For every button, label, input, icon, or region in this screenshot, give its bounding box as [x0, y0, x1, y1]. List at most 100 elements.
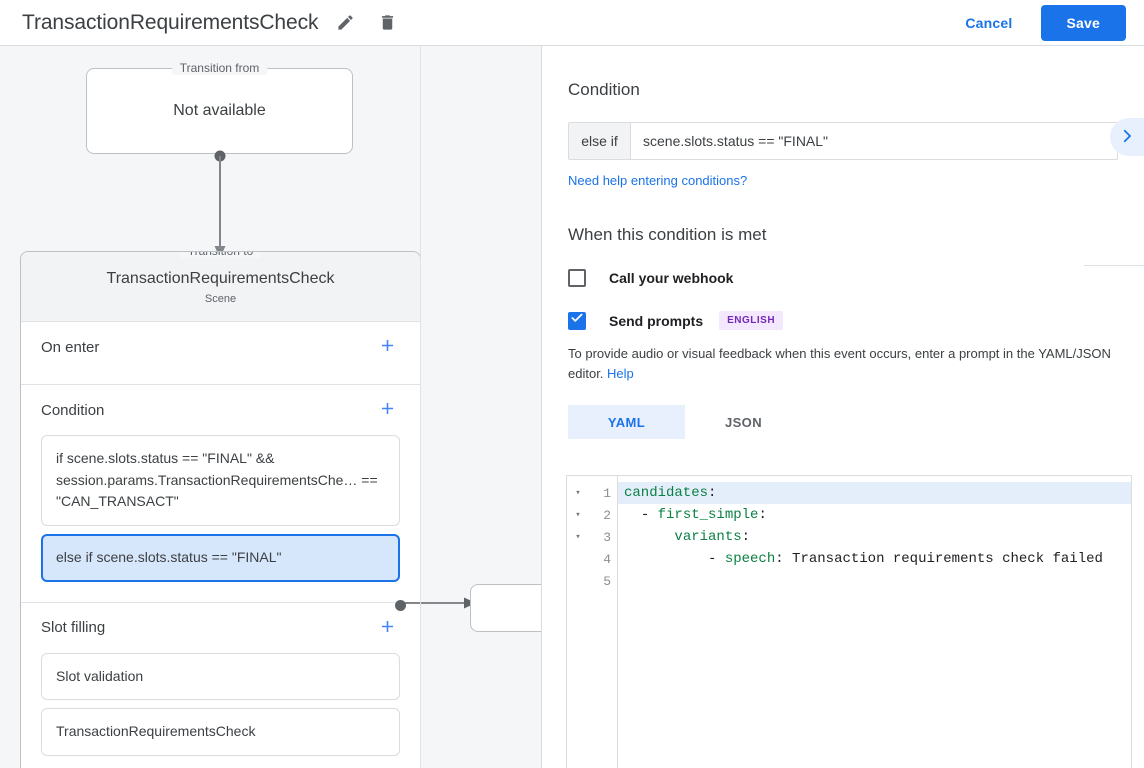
trash-icon — [378, 13, 397, 32]
condition-help-link[interactable]: Need help entering conditions? — [568, 173, 748, 188]
prompts-help-link[interactable]: Help — [607, 365, 634, 381]
chevron-right-icon — [1118, 127, 1136, 148]
code-prefix: - — [708, 551, 725, 567]
condition-input-row[interactable]: else if — [568, 122, 1118, 160]
fold-toggle-icon[interactable]: ▾ — [575, 532, 581, 542]
section-slot-filling-header: Slot filling — [41, 603, 400, 653]
check-icon — [570, 311, 584, 330]
line-number: 2 — [603, 507, 611, 523]
line-number: 5 — [603, 573, 611, 589]
code-line[interactable]: candidates: — [618, 482, 1131, 504]
save-button[interactable]: Save — [1040, 4, 1126, 41]
edit-name-button[interactable] — [330, 8, 360, 38]
section-separator — [1084, 265, 1144, 266]
send-prompts-checkbox[interactable] — [568, 311, 586, 330]
gutter-line: ▾3 — [567, 526, 617, 548]
send-prompts-row[interactable]: Send prompts ENGLISH — [568, 311, 1118, 330]
condition-item[interactable]: if scene.slots.status == "FINAL" && sess… — [41, 435, 400, 527]
transition-from-node[interactable]: Transition from Not available — [86, 61, 353, 154]
prompts-description: To provide audio or visual feedback when… — [568, 344, 1118, 383]
code-colon: : — [758, 507, 767, 523]
code-key: speech — [724, 551, 776, 567]
code-line[interactable]: - speech: Transaction requirements check… — [618, 548, 1131, 570]
condition-expression-input[interactable] — [631, 123, 1117, 159]
code-line[interactable]: variants: — [618, 526, 1131, 548]
transition-to-node[interactable]: Transition to TransactionRequirementsChe… — [20, 251, 421, 768]
send-prompts-label: Send prompts — [609, 312, 704, 329]
when-condition-met-heading: When this condition is met — [568, 225, 767, 244]
language-badge: ENGLISH — [719, 311, 784, 330]
slot-filling-item[interactable]: Slot validation — [41, 652, 400, 701]
fold-toggle-icon[interactable]: ▾ — [575, 510, 581, 520]
pencil-icon — [336, 13, 355, 32]
condition-block: Condition else if Need help entering con… — [542, 46, 1144, 190]
transition-to-subtitle: Scene — [204, 293, 237, 305]
code-indent — [624, 507, 641, 523]
code-line[interactable] — [618, 570, 1131, 592]
plus-icon — [378, 336, 397, 358]
collapse-panel-button[interactable] — [1110, 118, 1144, 156]
plus-icon — [378, 617, 397, 639]
condition-heading: Condition — [568, 80, 640, 99]
top-bar: TransactionRequirementsCheck Cancel Save — [0, 0, 1144, 46]
section-on-enter-title: On enter — [41, 338, 100, 356]
gutter-line: ▾2 — [567, 504, 617, 526]
code-value: Transaction requirements check failed — [783, 551, 1103, 567]
prompts-description-text: To provide audio or visual feedback when… — [568, 346, 1111, 381]
section-slot-filling-title: Slot filling — [41, 619, 106, 637]
call-webhook-label: Call your webhook — [609, 270, 734, 286]
code-colon: : — [741, 529, 751, 545]
flow-connector — [213, 150, 227, 260]
when-condition-met-block: When this condition is met Call your web… — [542, 190, 1144, 439]
editor-format-tabs: YAML JSON — [568, 405, 1118, 439]
section-on-enter-header: On enter — [41, 322, 400, 372]
code-key: first_simple — [657, 507, 759, 523]
add-condition-button[interactable] — [374, 397, 400, 423]
code-colon: : — [775, 551, 784, 567]
webhook-row[interactable]: Call your webhook — [568, 269, 1118, 287]
editor-gutter[interactable]: ▾1 ▾2 ▾3 4 5 — [567, 476, 618, 768]
fold-toggle-icon[interactable]: ▾ — [575, 488, 581, 498]
cancel-button[interactable]: Cancel — [953, 6, 1024, 40]
call-webhook-checkbox[interactable] — [568, 269, 586, 287]
transition-to-title: TransactionRequirementsCheck — [106, 270, 335, 287]
transition-to-legend: Transition to — [179, 252, 262, 258]
add-on-enter-button[interactable] — [374, 334, 400, 360]
gutter-line: 5 — [567, 570, 617, 592]
code-key: variants — [674, 529, 742, 545]
page-title: TransactionRequirementsCheck — [22, 10, 319, 34]
edge-arrow — [404, 596, 476, 615]
delete-button[interactable] — [372, 8, 402, 38]
plus-icon — [378, 399, 397, 421]
add-slot-filling-button[interactable] — [374, 615, 400, 641]
code-line[interactable]: - first_simple: — [618, 504, 1131, 526]
line-number: 4 — [603, 551, 611, 567]
line-number: 3 — [603, 529, 611, 545]
section-on-enter: On enter — [21, 322, 420, 385]
code-indent — [624, 551, 708, 567]
line-number: 1 — [603, 485, 611, 501]
code-indent — [624, 529, 674, 545]
section-slot-filling: Slot filling Slot validation Transaction… — [21, 603, 420, 768]
section-condition: Condition if scene.slots.status == "FINA… — [21, 385, 420, 603]
yaml-editor[interactable]: ▾1 ▾2 ▾3 4 5 candidates: - first_simple:… — [566, 475, 1132, 768]
edge-target-node[interactable] — [470, 584, 541, 632]
transition-to-header: TransactionRequirementsCheck Scene — [21, 252, 420, 322]
code-key: candidates — [624, 485, 709, 501]
editor-code-area[interactable]: candidates: - first_simple: variants: - … — [618, 476, 1131, 768]
tab-yaml[interactable]: YAML — [568, 405, 685, 439]
canvas-inner-divider — [420, 46, 421, 768]
edge-source-handle[interactable] — [395, 600, 406, 611]
gutter-line: 4 — [567, 548, 617, 570]
gutter-line: ▾1 — [567, 482, 617, 504]
panel-divider — [541, 46, 542, 768]
flow-canvas[interactable]: Transition from Not available Transition… — [0, 46, 541, 768]
code-prefix: - — [640, 507, 658, 523]
transition-from-legend: Transition from — [171, 61, 268, 75]
condition-item-selected[interactable]: else if scene.slots.status == "FINAL" — [41, 534, 400, 582]
tab-json[interactable]: JSON — [685, 405, 802, 439]
slot-filling-item[interactable]: TransactionRequirementsCheck — [41, 708, 400, 757]
code-colon: : — [708, 485, 717, 501]
section-condition-title: Condition — [41, 401, 105, 419]
transition-from-value: Not available — [173, 102, 266, 119]
